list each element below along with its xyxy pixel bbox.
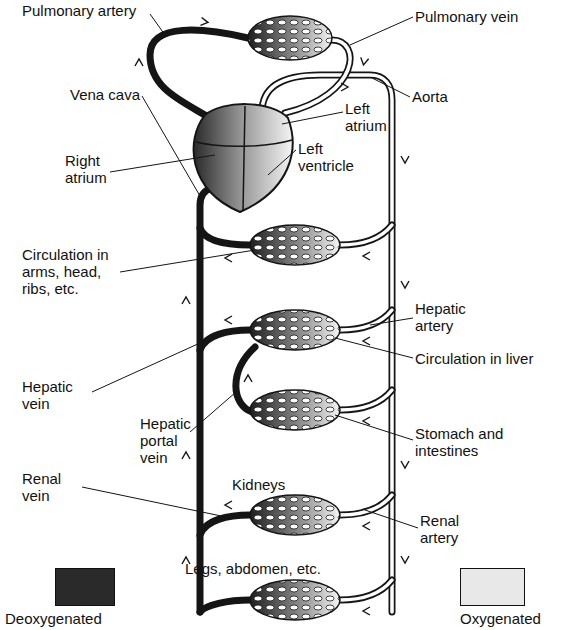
part-label: Right atrium	[65, 152, 117, 186]
leader-line	[268, 150, 296, 175]
flow-arrow	[225, 316, 232, 324]
legs-capillary-bed	[250, 580, 340, 620]
capillary-beds	[248, 16, 340, 620]
artery-branch	[340, 225, 392, 245]
leader-line	[190, 392, 236, 432]
renal-vein-vessel	[200, 515, 250, 535]
leader-line	[82, 487, 226, 517]
heart	[194, 104, 293, 212]
artery-branch	[340, 390, 392, 410]
legend-swatch	[55, 568, 115, 606]
part-label: Left atrium	[345, 100, 397, 134]
capillary-bed	[250, 225, 340, 265]
part-label: Legs, abdomen, etc.	[185, 560, 355, 577]
heart-septum	[243, 106, 245, 210]
part-label: Pulmonary vein	[415, 8, 555, 25]
heart-valve-line	[196, 140, 292, 146]
lung-capillary-bed	[248, 16, 332, 60]
capillary-mesh	[250, 390, 340, 430]
capillary-bed	[250, 495, 340, 535]
part-label: Stomach and intestines	[415, 425, 525, 459]
flow-arrows	[135, 17, 409, 615]
flow-arrow	[244, 375, 252, 382]
vena-cava-vessel	[200, 188, 212, 612]
vein-branch	[200, 228, 250, 245]
leader-line	[142, 96, 200, 196]
flow-arrow	[135, 59, 143, 66]
part-label: Circulation in arms, head, ribs, etc.	[22, 246, 127, 297]
vein-branch	[200, 600, 250, 612]
part-label: Hepatic portal vein	[140, 415, 198, 466]
leader-line	[372, 78, 410, 97]
part-label: Pulmonary artery	[22, 2, 172, 19]
capillary-mesh	[248, 16, 332, 60]
liver-capillary-bed	[250, 310, 340, 350]
leader-line	[335, 338, 413, 358]
artery-branch	[340, 390, 392, 410]
leader-line	[282, 112, 343, 124]
part-label: Kidneys	[232, 476, 302, 493]
leader-line	[370, 318, 413, 325]
intestine-capillary-bed	[250, 390, 340, 430]
legend-text: Oxygenated	[460, 610, 541, 627]
renal-artery-vessel	[340, 495, 392, 515]
part-label: Circulation in liver	[415, 350, 561, 367]
leader-line	[365, 510, 418, 528]
leader-line	[350, 17, 413, 45]
part-label: Left ventricle	[298, 140, 368, 174]
artery-branch	[340, 225, 392, 245]
hepatic-artery-vessel	[340, 310, 392, 330]
flow-arrow	[363, 337, 370, 345]
artery-branch	[340, 580, 392, 600]
capillary-mesh	[250, 225, 340, 265]
flow-arrow	[341, 83, 348, 91]
hepatic-artery-vessel	[340, 310, 392, 330]
hepatic-portal-vessel	[236, 347, 255, 412]
flow-arrow	[225, 501, 232, 509]
leader-line	[335, 415, 413, 440]
flow-arrow	[401, 461, 409, 468]
flow-arrow	[363, 607, 370, 615]
flow-arrow	[200, 17, 208, 26]
part-label: Hepatic artery	[415, 300, 495, 334]
flow-arrow	[360, 57, 369, 65]
flow-arrow	[401, 556, 409, 563]
artery-branch	[340, 580, 392, 600]
part-label: Aorta	[412, 88, 472, 105]
legend-text: Deoxygenated	[5, 610, 102, 627]
flow-arrow	[401, 156, 409, 163]
capillary-bed	[250, 310, 340, 350]
part-label: Renal artery	[420, 512, 490, 546]
capillary-mesh	[250, 310, 340, 350]
part-label: Renal vein	[22, 470, 82, 504]
renal-artery-vessel	[340, 495, 392, 515]
part-label: Vena cava	[70, 86, 170, 103]
heart-outline	[194, 104, 293, 212]
flow-arrow	[182, 452, 190, 459]
flow-arrow	[363, 522, 370, 530]
flow-arrow	[182, 297, 190, 304]
leader-line	[120, 250, 255, 272]
leader-line	[110, 155, 215, 172]
upper-body-capillary-bed	[250, 225, 340, 265]
capillary-mesh	[250, 580, 340, 620]
part-label: Hepatic vein	[22, 378, 92, 412]
flow-arrow	[401, 281, 409, 288]
capillary-bed	[248, 16, 332, 60]
leader-line	[92, 333, 222, 392]
flow-arrow	[363, 252, 370, 260]
capillary-bed	[250, 390, 340, 430]
capillary-mesh	[250, 495, 340, 535]
kidney-capillary-bed	[250, 495, 340, 535]
legend-swatch	[460, 568, 525, 606]
leader-line	[150, 14, 165, 35]
capillary-bed	[250, 580, 340, 620]
